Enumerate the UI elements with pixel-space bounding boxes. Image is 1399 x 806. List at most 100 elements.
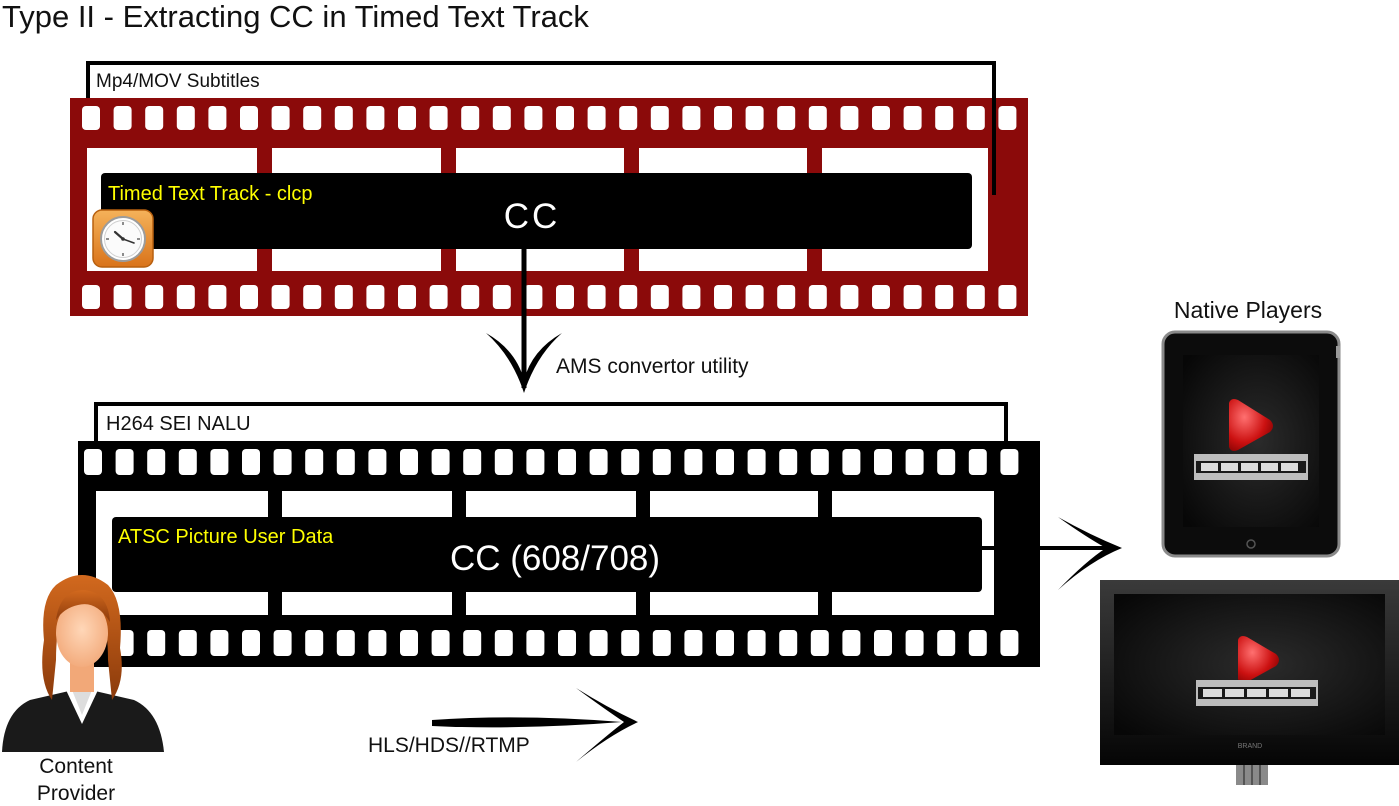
sprocket-hole (589, 449, 608, 475)
sprocket-hole (808, 106, 827, 130)
sprocket-hole (494, 630, 513, 656)
diagram-title: Type II - Extracting CC in Timed Text Tr… (2, 0, 589, 34)
sprocket-hole (431, 630, 450, 656)
sprocket-hole (336, 630, 355, 656)
sprocket-hole (621, 449, 640, 475)
sprocket-hole (716, 449, 734, 475)
sprocket-hole (431, 449, 450, 475)
sprocket-hole (271, 285, 290, 309)
sprocket-hole (935, 106, 954, 130)
delivery-label: HLS/HDS//RTMP (368, 734, 530, 757)
sprocket-hole (463, 630, 482, 656)
sprocket-hole (777, 106, 796, 130)
sprocket-hole (524, 106, 543, 130)
sprocket-hole (652, 449, 671, 475)
sprocket-hole (145, 106, 164, 130)
timed-text-track-bar (101, 173, 972, 249)
sprocket-hole (621, 630, 640, 656)
sprocket-hole (305, 449, 324, 475)
sprocket-hole (684, 630, 703, 656)
content-provider-label-line1: Content (39, 755, 113, 778)
tv-device: BRAND (1100, 580, 1399, 785)
sprocket-hole (240, 285, 258, 309)
sprocket-hole (494, 449, 513, 475)
sprocket-hole (619, 106, 638, 130)
sprocket-hole (842, 630, 861, 656)
sprocket-hole (82, 285, 100, 309)
delivery-arrow (432, 688, 638, 762)
content-provider-label-line2: Provider (37, 782, 115, 805)
sprocket-hole (745, 285, 764, 309)
sprocket-hole (336, 449, 355, 475)
sprocket-hole (556, 106, 574, 130)
sprocket-hole (874, 630, 892, 656)
sprocket-hole (937, 449, 956, 475)
sprocket-hole (779, 630, 798, 656)
sprocket-hole (747, 630, 766, 656)
sprocket-hole (587, 106, 606, 130)
sprocket-hole (429, 106, 448, 130)
sprocket-hole (492, 285, 511, 309)
sprocket-hole (779, 449, 798, 475)
timed-text-track-label: Timed Text Track - clcp (108, 183, 313, 205)
sprocket-hole (368, 449, 387, 475)
sprocket-hole (652, 630, 671, 656)
sprocket-hole (176, 285, 195, 309)
sprocket-hole (400, 630, 418, 656)
top-strip-box-label: Mp4/MOV Subtitles (96, 71, 260, 92)
sprocket-hole (242, 630, 260, 656)
bottom-cc-label: CC (608/708) (450, 539, 660, 578)
sprocket-hole (398, 285, 416, 309)
sprocket-hole (968, 449, 987, 475)
sprocket-hole (937, 630, 956, 656)
sprocket-hole (303, 285, 322, 309)
tablet-device (1161, 330, 1341, 558)
sprocket-hole (524, 285, 543, 309)
sprocket-hole (400, 449, 418, 475)
sprocket-hole (619, 285, 638, 309)
play-icon (1238, 636, 1279, 683)
play-icon (1229, 399, 1273, 451)
native-players-label: Native Players (1174, 297, 1322, 323)
sprocket-hole (526, 630, 545, 656)
sprocket-hole (558, 449, 576, 475)
sprocket-hole (492, 106, 511, 130)
sprocket-hole (1000, 449, 1019, 475)
sprocket-hole (714, 106, 732, 130)
sprocket-hole (716, 630, 734, 656)
sprocket-hole (334, 285, 353, 309)
sprocket-hole (589, 630, 608, 656)
sprocket-hole (208, 106, 227, 130)
sprocket-hole (368, 630, 387, 656)
sprocket-hole (303, 106, 322, 130)
sprocket-hole (556, 285, 574, 309)
sprocket-hole (526, 449, 545, 475)
sprocket-hole (1000, 630, 1019, 656)
sprocket-hole (334, 106, 353, 130)
sprocket-hole (810, 449, 829, 475)
sprocket-hole (84, 449, 102, 475)
sprocket-hole (366, 285, 385, 309)
sprocket-hole (461, 106, 480, 130)
sprocket-hole (398, 106, 416, 130)
sprocket-hole (113, 106, 132, 130)
sprocket-hole (147, 630, 166, 656)
picture-user-data-bar (112, 517, 982, 592)
sprocket-hole (176, 106, 195, 130)
sprocket-hole (874, 449, 892, 475)
sprocket-hole (905, 630, 924, 656)
sprocket-hole (966, 106, 985, 130)
bottom-film-strip: H264 SEI NALU ATSC Picture User Data CC … (78, 402, 1040, 667)
sprocket-hole (147, 449, 166, 475)
sprocket-hole (242, 449, 260, 475)
clock-icon (92, 209, 154, 268)
sprocket-hole (145, 285, 164, 309)
sprocket-hole (808, 285, 827, 309)
sprocket-hole (842, 449, 861, 475)
sprocket-hole (240, 106, 258, 130)
sprocket-hole (747, 449, 766, 475)
sprocket-hole (273, 630, 292, 656)
sprocket-hole (271, 106, 290, 130)
sprocket-hole (966, 285, 985, 309)
